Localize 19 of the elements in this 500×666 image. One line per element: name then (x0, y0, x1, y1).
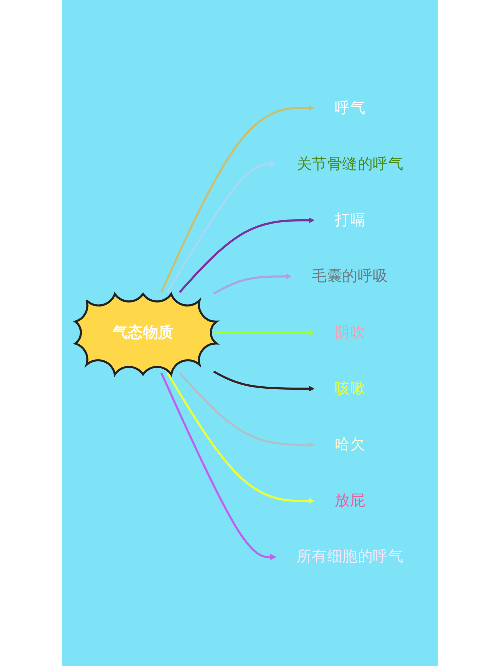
arrow (213, 371, 315, 392)
node-text: 呼气 (335, 100, 366, 118)
node-text: 毛囊的呼吸 (312, 268, 388, 286)
arrow (166, 162, 276, 294)
arrow (179, 218, 315, 294)
node-text: 放屁 (335, 492, 366, 510)
arrow (160, 372, 276, 560)
arrow (214, 330, 315, 336)
arrow (160, 106, 315, 294)
node-text: 打嗝 (335, 212, 366, 230)
arrow (166, 372, 315, 504)
node-text: 关节骨缝的呼气 (296, 156, 404, 174)
node-text: 阴吹 (335, 324, 366, 342)
arrow (179, 372, 315, 448)
node-text: 哈欠 (335, 436, 366, 454)
node-text: 咳嗽 (335, 380, 366, 398)
node-text: 所有细胞的呼气 (296, 548, 404, 566)
arrow (213, 274, 292, 295)
panel-background: 气态物质 呼气 关节骨缝的呼气 打嗝 毛囊的呼吸 阴吹 咳嗽 哈欠 放屁 所有细胞的呼气 (62, 0, 438, 666)
